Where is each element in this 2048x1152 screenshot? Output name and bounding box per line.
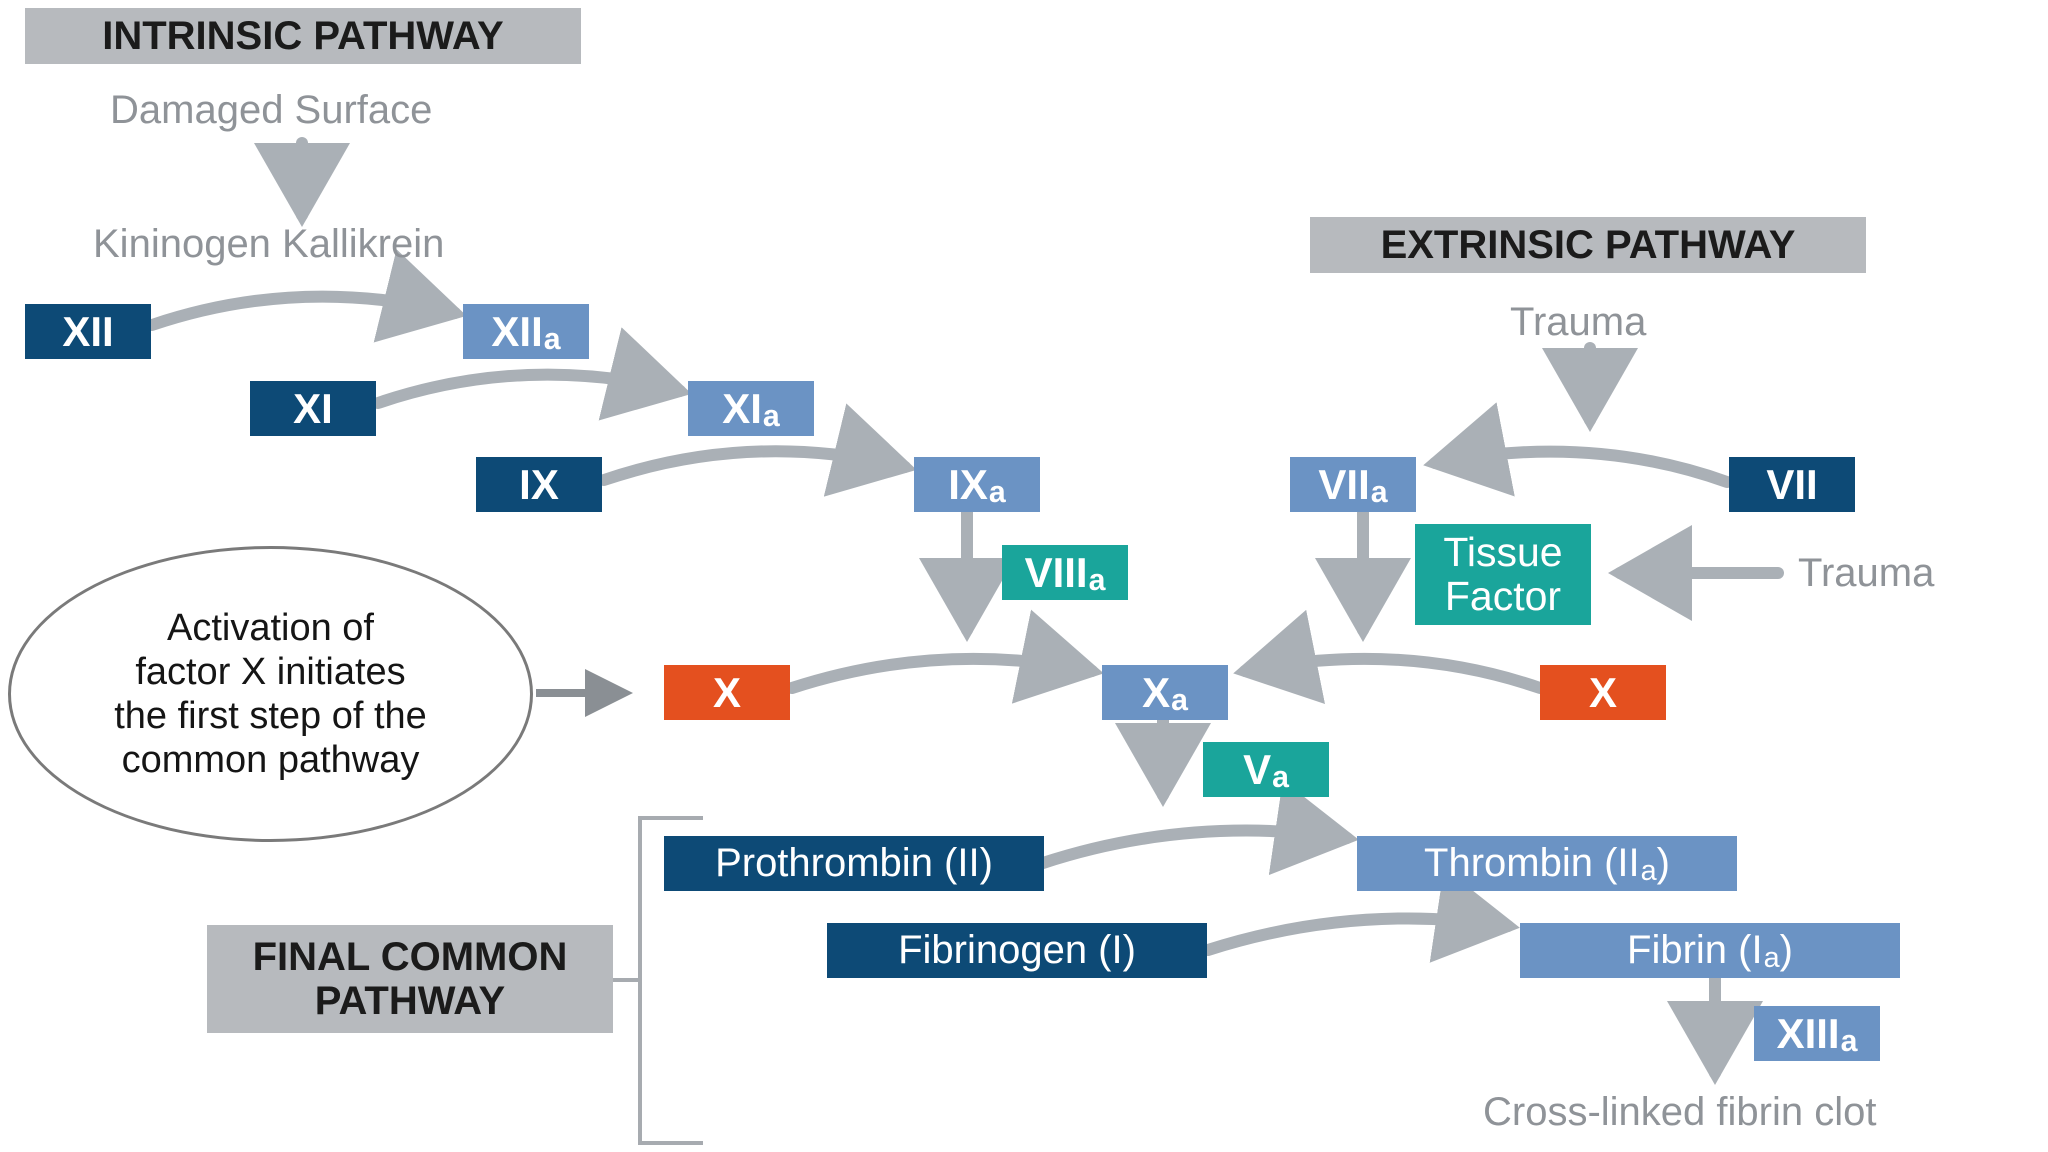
extrinsic-pathway-header-text: EXTRINSIC PATHWAY [1380,223,1796,267]
factor-x-right-box: X [1540,665,1666,720]
thrombin-close-paren: ) [1656,841,1670,885]
subscript-a: a [1171,683,1188,717]
intrinsic-pathway-header: INTRINSIC PATHWAY [25,8,581,64]
factor-x-left-label: X [712,668,741,716]
kininogen-kallikrein-text: Kininogen Kallikrein [93,222,445,266]
fibrin-close-paren: ) [1779,928,1793,972]
final-common-pathway-header: FINAL COMMON PATHWAY [207,925,613,1033]
tissue-factor-box: Tissue Factor [1415,524,1591,625]
arrow-vii-activation [1423,402,1733,497]
factor-viiia-label: VIII [1024,548,1088,596]
fibrinogen-label: Fibrinogen (I) [898,928,1136,972]
cross-linked-clot-text: Cross-linked fibrin clot [1483,1090,1877,1134]
factor-xi-label: XI [293,384,333,432]
callout-line4: common pathway [121,739,420,782]
factor-xa-label: X [1142,668,1171,716]
tissue-factor-line2: Factor [1444,572,1562,619]
fibrinogen-box: Fibrinogen (I) [827,923,1207,978]
callout-text: Activation of factor X initiates the fir… [114,606,427,782]
factor-xii-label: XII [62,307,114,355]
arrow-xii-activation [146,249,467,343]
factor-xiiia-label: XIII [1776,1009,1840,1057]
factor-xi-box: XI [250,381,376,436]
factor-xia-label: XI [722,384,762,432]
trauma-top-text: Trauma [1510,300,1647,344]
trauma-right-text: Trauma [1798,551,1935,595]
arrow-prothrombin-activation [1037,780,1359,876]
intrinsic-pathway-header-text: INTRINSIC PATHWAY [102,14,504,58]
arrow-fibrinogen-activation [1202,867,1520,963]
factor-vii-box: VII [1729,457,1855,512]
tissue-factor-line1: Tissue [1443,529,1563,576]
arrow-x-left-activation [786,609,1104,704]
prothrombin-box: Prothrombin (II) [664,836,1044,891]
arrow-xi-activation [372,327,692,421]
extrinsic-pathway-header: EXTRINSIC PATHWAY [1310,217,1866,273]
subscript-a: a [988,475,1006,509]
factor-vii-label: VII [1766,460,1818,508]
factor-x-callout: Activation of factor X initiates the fir… [8,546,533,842]
final-common-header-line2: PATHWAY [314,979,506,1023]
factor-xii-box: XII [25,304,151,359]
damaged-surface-text: Damaged Surface [110,88,433,132]
callout-line1: Activation of [166,606,374,649]
subscript-a: a [1272,760,1289,794]
subscript-a: a [762,399,780,433]
final-common-header-line1: FINAL COMMON [252,935,568,979]
factor-ix-box: IX [476,457,602,512]
factor-ix-label: IX [519,460,559,508]
callout-line2: factor X initiates [135,650,406,693]
thrombin-label: Thrombin (II [1424,841,1640,885]
factor-xiia-label: XII [491,307,543,355]
subscript-a: a [1088,563,1106,597]
arrow-ix-activation [598,403,917,497]
factor-x-left-box: X [664,665,790,720]
arrow-x-right-activation [1233,609,1546,704]
callout-line3: the first step of the [114,695,427,737]
prothrombin-label: Prothrombin (II) [715,841,993,885]
factor-viia-label: VII [1318,460,1370,508]
factor-ixa-label: IX [948,460,988,508]
subscript-a: a [1840,1024,1858,1058]
subscript-a: a [543,322,561,356]
fibrin-label: Fibrin (I [1627,928,1763,972]
subscript-a: a [1763,942,1780,975]
subscript-a: a [1640,855,1657,888]
factor-x-right-label: X [1588,668,1617,716]
subscript-a: a [1370,475,1388,509]
factor-va-label: V [1243,745,1272,793]
